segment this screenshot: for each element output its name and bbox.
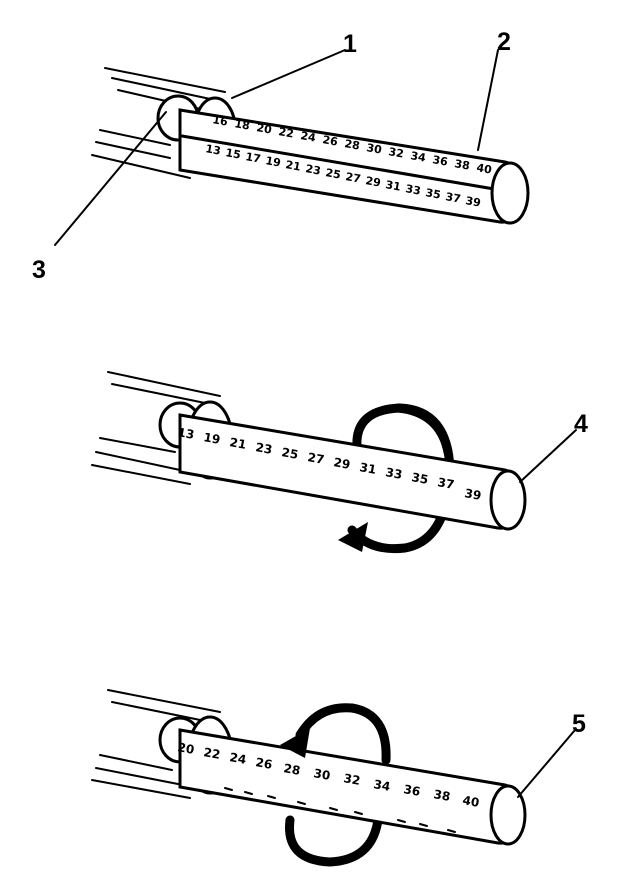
scale-tick: 21 [228, 435, 247, 452]
scale-tick: 27 [306, 450, 325, 467]
callout-3: 3 [32, 256, 46, 284]
gauge-rod-top [178, 108, 530, 225]
leader-line-4 [519, 429, 577, 483]
scale-tick: 34 [409, 149, 427, 165]
scale-tick: 32 [387, 145, 404, 160]
scale-tick: 32 [342, 771, 361, 788]
scale-tick: 31 [358, 460, 377, 477]
panel-top: 16 18 20 22 24 26 28 30 32 34 36 38 40 1… [32, 28, 530, 284]
scale-tick: 39 [463, 486, 482, 503]
scale-tick: 31 [384, 178, 401, 193]
leader-line-2 [477, 49, 499, 151]
scale-tick: 37 [436, 475, 455, 492]
scale-tick: 35 [424, 186, 441, 201]
leader-line-3 [54, 111, 167, 246]
scale-tick: 21 [284, 158, 301, 173]
scale-tick: 27 [344, 170, 361, 185]
scale-tick: 36 [431, 153, 449, 169]
scale-tick: 33 [384, 465, 403, 482]
scale-tick: 28 [282, 761, 301, 778]
scale-tick: 16 [211, 113, 229, 129]
scale-tick: 20 [176, 740, 195, 757]
scale-tick: 18 [233, 117, 250, 132]
scale-tick: 15 [224, 146, 241, 161]
panel-bottom: 20 22 24 26 28 30 32 34 36 38 40 5 [91, 689, 586, 867]
scale-tick: 22 [277, 125, 294, 140]
rotation-arrow-front-bottom [295, 703, 391, 765]
scale-tick: 29 [364, 174, 381, 189]
scale-tick: 24 [299, 129, 317, 145]
scale-tick: 23 [304, 162, 321, 177]
scale-middle: 13 19 21 23 25 27 29 31 33 35 37 39 [176, 425, 482, 503]
scale-tick: 28 [343, 137, 360, 152]
scale-tick: 35 [410, 470, 429, 487]
scale-tick: 40 [461, 793, 480, 810]
scale-tick: 29 [332, 455, 351, 472]
scale-top-upper: 16 18 20 22 24 26 28 30 32 34 36 38 40 [211, 113, 493, 177]
leader-line-5 [517, 729, 576, 798]
scale-tick: 38 [432, 787, 451, 804]
scale-tick: 40 [475, 161, 493, 177]
scale-tick: 25 [280, 445, 299, 462]
hidden-scale-dashes [224, 787, 456, 833]
scale-tick: 36 [402, 782, 421, 799]
scale-top-lower: 13 15 17 19 21 23 25 27 29 31 33 35 37 3… [204, 142, 481, 209]
scale-tick: 23 [254, 440, 273, 457]
rotation-arrow-bottom [285, 815, 383, 867]
hose-body-bottom [91, 689, 221, 799]
scale-tick: 17 [244, 150, 261, 165]
scale-tick: 25 [324, 166, 341, 181]
scale-tick: 24 [228, 750, 247, 767]
scale-tick: 30 [365, 141, 383, 157]
arrowhead-bottom [280, 728, 310, 758]
scale-bottom: 20 22 24 26 28 30 32 34 36 38 40 [176, 740, 480, 810]
panel-middle: 13 19 21 23 25 27 29 31 33 35 37 39 4 [91, 371, 588, 554]
scale-tick: 20 [255, 121, 273, 137]
gauge-rod-bottom [178, 728, 527, 846]
rotation-arrow-front [393, 403, 453, 457]
scale-tick: 39 [464, 194, 481, 209]
callout-1: 1 [343, 30, 357, 58]
leader-line-1 [231, 49, 346, 99]
scale-tick: 26 [254, 755, 273, 772]
gauge-rod-middle [178, 413, 527, 531]
callout-5: 5 [572, 710, 586, 738]
scale-tick: 30 [312, 766, 331, 783]
scale-tick: 33 [404, 182, 421, 197]
scale-tick: 13 [176, 425, 195, 442]
scale-tick: 34 [372, 777, 391, 794]
scale-tick: 38 [453, 157, 470, 172]
scale-tick: 13 [204, 142, 221, 157]
scale-tick: 22 [202, 745, 221, 762]
scale-tick: 37 [444, 190, 461, 205]
hose-body-middle [91, 371, 221, 485]
scale-tick: 26 [321, 133, 339, 149]
scale-tick: 19 [264, 154, 281, 169]
scale-tick: 19 [202, 430, 221, 447]
callout-2: 2 [497, 28, 511, 56]
callout-4: 4 [574, 410, 588, 438]
